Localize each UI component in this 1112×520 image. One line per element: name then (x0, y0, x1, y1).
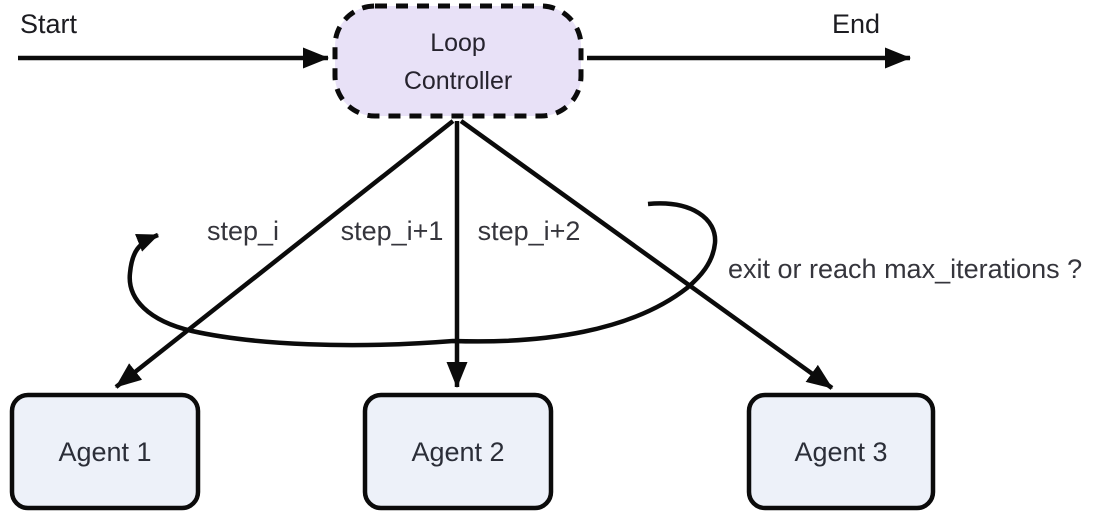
agent-1-node (9, 392, 201, 511)
edge-controller-to-agent-3 (459, 119, 834, 390)
start-label: Start (20, 9, 78, 39)
loop-controller-label-line2: Controller (404, 67, 512, 95)
loop-controller-label-line1: Loop (430, 29, 486, 57)
edge-label-step-i: step_i (207, 216, 279, 246)
agent-2-label: Agent 2 (411, 437, 504, 467)
agent-1-label: Agent 1 (58, 437, 151, 467)
loop-condition-label: exit or reach max_iterations ? (728, 254, 1082, 284)
agent-3-label: Agent 3 (794, 437, 887, 467)
loop-back-curve-arrow (127, 201, 718, 348)
agent-3-node (746, 392, 936, 511)
loop-controller-node (332, 3, 584, 119)
edge-label-step-i-plus-1: step_i+1 (341, 216, 444, 246)
end-label: End (832, 9, 880, 39)
agent-2-node (362, 392, 554, 511)
edge-controller-to-agent-1 (114, 119, 455, 389)
edge-label-step-i-plus-2: step_i+2 (478, 216, 581, 246)
